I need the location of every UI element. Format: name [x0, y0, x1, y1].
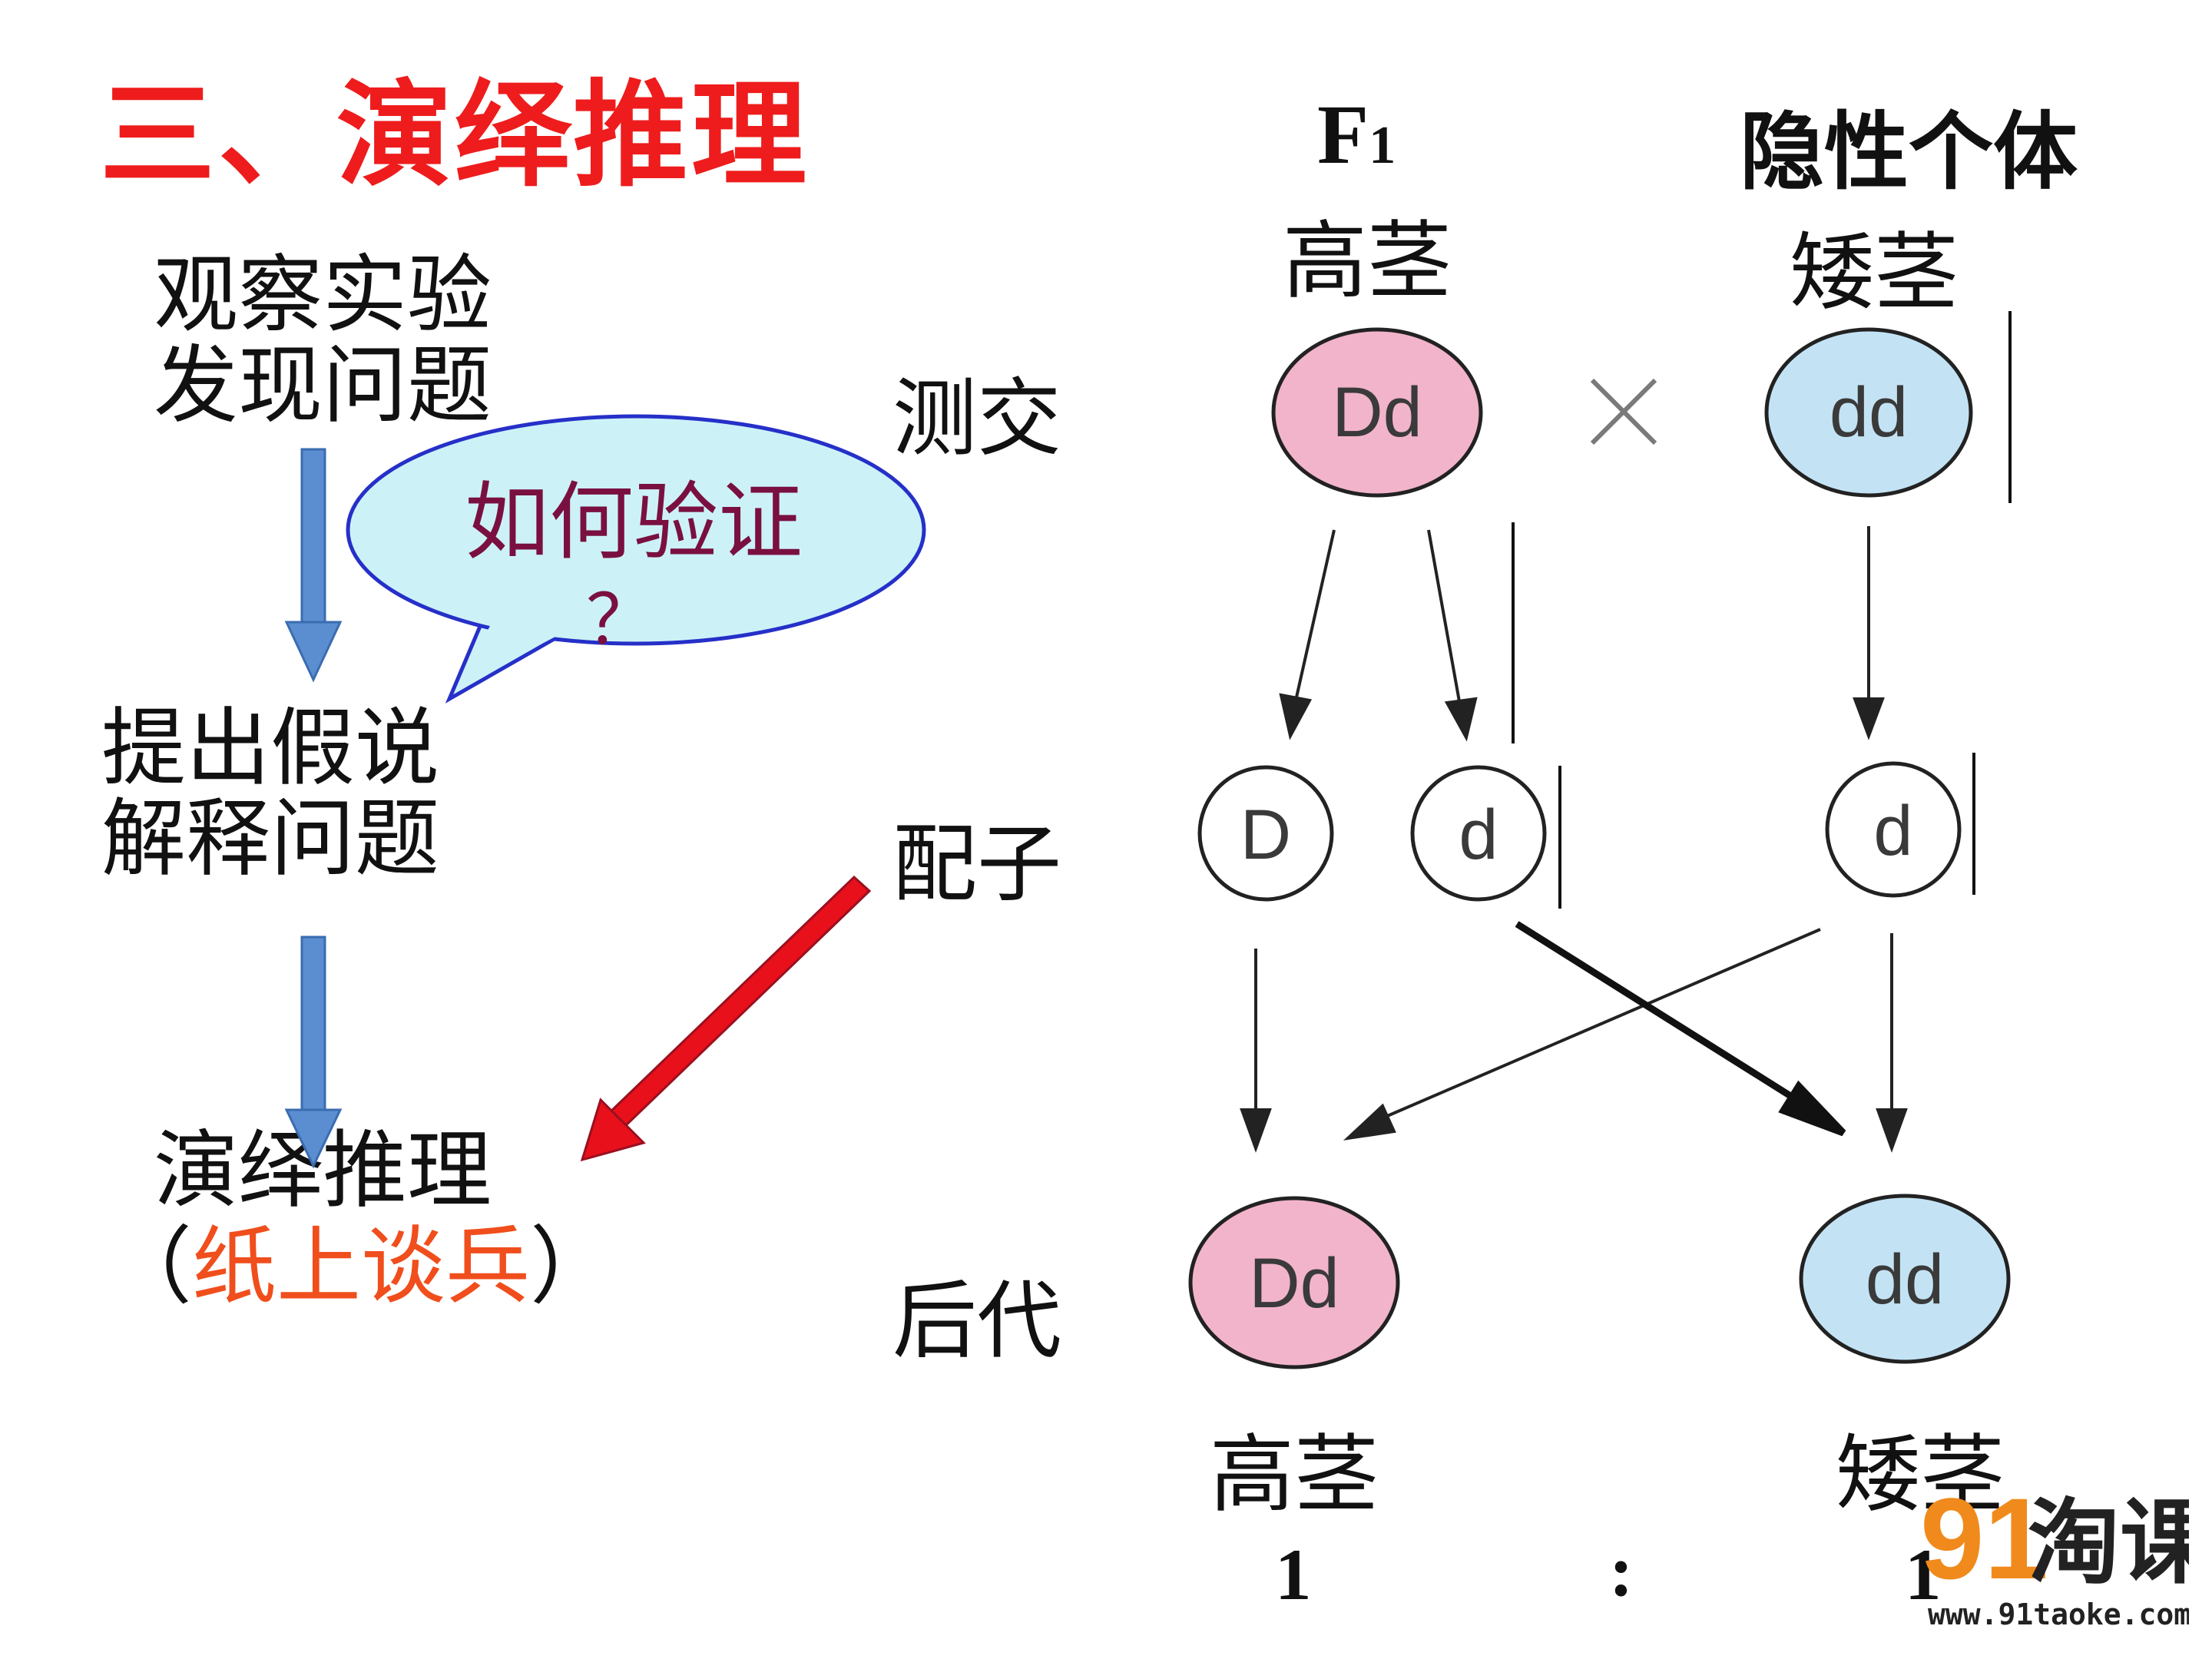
arrow-f1-to-d	[1427, 529, 1478, 742]
flow-arrow-2	[284, 935, 343, 1169]
logo: 91 淘课 www.91taoke.com	[1912, 1471, 2189, 1636]
recessive-phenotype: 矮茎	[1790, 224, 1959, 322]
offspring-dd-circle	[1799, 1194, 2011, 1364]
gamete-d-right	[1825, 761, 1962, 898]
offspring-phenotype-tall: 高茎	[1210, 1426, 1379, 1524]
flow-step-hypothesis-line2: 解释问题	[101, 790, 439, 888]
gamete-d-left	[1410, 765, 1547, 902]
f1-phenotype: 高茎	[1283, 212, 1452, 310]
arrow-D-to-Dd	[1240, 949, 1272, 1153]
flow-step-deduction-note: （纸上谈兵）	[108, 1221, 614, 1312]
arrow-d-to-Dd	[1343, 928, 1821, 1141]
gamete-d-left-label: d	[1459, 796, 1498, 874]
flow-step-observe-line2: 发现问题	[154, 336, 492, 435]
row-label-testcross: 测交	[892, 369, 1061, 468]
flow-step-observe: 观察实验 发现问题	[154, 250, 492, 431]
parent-f1-genotype: Dd	[1332, 373, 1422, 452]
ratio-right: 1	[1905, 1534, 1942, 1615]
arrow-f1-to-D	[1279, 529, 1336, 740]
gamete-d-right-label: d	[1873, 792, 1912, 870]
bubble-question-mark: ？	[586, 580, 655, 661]
logo-url: www.91taoke.com	[1928, 1598, 2189, 1631]
recessive-heading: 隐性个体	[1740, 103, 2078, 201]
offspring-Dd-genotype: Dd	[1249, 1244, 1339, 1323]
parent-recessive-genotype: dd	[1830, 373, 1908, 452]
cross-symbol	[1590, 378, 1657, 445]
offspring-Dd-circle	[1188, 1196, 1400, 1369]
bubble-question-text: 如何验证	[465, 473, 803, 571]
paren-open: （	[108, 1217, 192, 1316]
row-label-gametes: 配子	[892, 815, 1061, 913]
logo-mark: 91	[1920, 1474, 2048, 1603]
ratio-separator: :	[1609, 1530, 1634, 1611]
flow-step-observe-line1: 观察实验	[154, 246, 492, 344]
arrow-d-to-dd	[1876, 933, 1908, 1153]
f1-heading: F1	[1317, 86, 1396, 184]
gamete-D	[1197, 765, 1334, 902]
paren-close: ）	[530, 1217, 614, 1316]
logo-name: 淘课	[2028, 1490, 2189, 1597]
arrow-recessive-to-d	[1853, 526, 1885, 740]
parent-f1-circle	[1271, 327, 1483, 498]
logo-graphic: 91 淘课 www.91taoke.com	[1920, 1474, 2189, 1631]
paper-talk-highlight: 纸上谈兵	[192, 1217, 530, 1316]
arrow-bold-d-to-dd	[1515, 921, 1846, 1137]
row-label-offspring: 后代	[892, 1272, 1061, 1370]
f1-heading-subscript: 1	[1369, 116, 1396, 175]
gamete-D-label: D	[1240, 796, 1291, 874]
flow-step-hypothesis: 提出假说 解释问题	[101, 703, 439, 884]
question-bubble	[346, 414, 926, 704]
offspring-phenotype-short: 矮茎	[1836, 1426, 2005, 1524]
page-title: 三、演绎推理	[100, 69, 810, 203]
red-arrow	[580, 875, 872, 1162]
flow-step-hypothesis-line1: 提出假说	[101, 699, 439, 797]
offspring-dd-genotype: dd	[1866, 1240, 1944, 1319]
ratio-left: 1	[1275, 1534, 1312, 1615]
parent-recessive-circle	[1764, 327, 1973, 498]
separator-lines	[1512, 311, 2012, 909]
f1-heading-letter: F	[1317, 88, 1369, 181]
flow-arrow-1	[284, 448, 343, 683]
